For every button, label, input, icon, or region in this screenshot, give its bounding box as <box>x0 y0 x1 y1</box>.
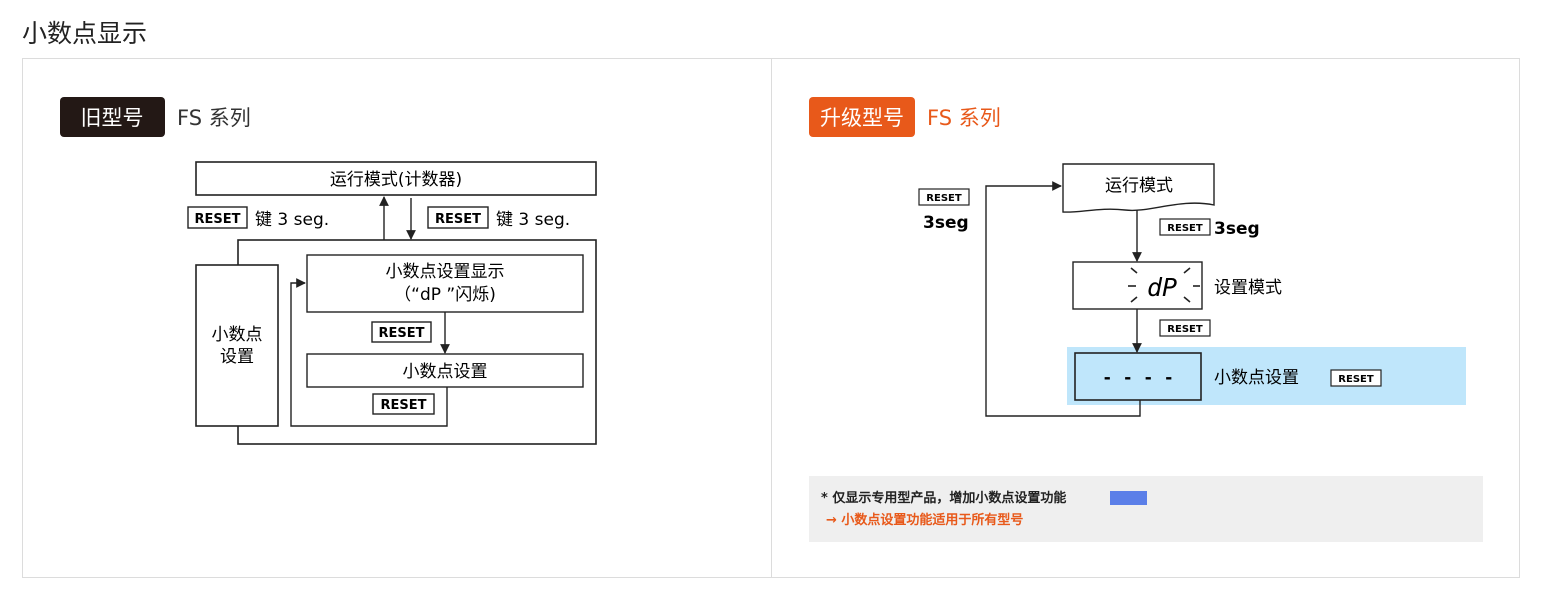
new-dp-setting-box <box>1074 352 1202 401</box>
new-model-diagram: 升级型号 FS 系列 运行模式 RESET 3seg RESET 3seg dP… <box>809 97 1483 542</box>
new-reset-key-lower <box>1159 319 1211 337</box>
old-reset-key-right-label: RESET <box>435 212 481 227</box>
old-side-box <box>195 264 279 427</box>
new-dp-setting-label: 小数点设置 <box>1214 368 1299 388</box>
new-setting-mode-label: 设置模式 <box>1214 278 1282 298</box>
new-3seg-mid: 3seg <box>1214 219 1260 239</box>
old-series-label: FS 系列 <box>177 106 251 130</box>
old-dp-display-box <box>306 254 584 313</box>
old-reset-key-bottom-label: RESET <box>380 398 426 413</box>
old-reset-key-bottom <box>372 393 435 415</box>
new-note-box <box>809 476 1483 542</box>
old-key-3seg-right: 键 3 seg. <box>496 210 570 230</box>
new-reset-key-lower-label: RESET <box>1167 324 1203 335</box>
old-reset-key-left <box>187 206 248 229</box>
old-reset-key-mid-label: RESET <box>378 326 424 341</box>
new-reset-key-right-label: RESET <box>1338 374 1374 385</box>
old-side-label-line2: 设置 <box>220 347 254 367</box>
old-run-mode-label: 运行模式(计数器) <box>330 170 462 190</box>
new-note-color-chip <box>1110 491 1147 505</box>
new-badge <box>809 97 915 137</box>
new-display-dp: dP <box>1147 273 1177 302</box>
new-note-line1: * 仅显示专用型产品，增加小数点设置功能 <box>821 490 1066 506</box>
new-badge-label: 升级型号 <box>820 106 904 130</box>
old-reset-key-right <box>427 206 489 229</box>
old-reset-key-left-label: RESET <box>194 212 240 227</box>
old-badge <box>60 97 165 137</box>
old-dp-setting-label: 小数点设置 <box>403 362 488 382</box>
new-reset-key-mid <box>1159 218 1211 236</box>
new-reset-key-left-label: RESET <box>926 193 962 204</box>
old-side-label-line1: 小数点 <box>212 325 263 345</box>
old-model-diagram: 旧型号 FS 系列 运行模式(计数器) RESET 键 3 seg. RESET… <box>60 97 597 445</box>
new-note-line2: → 小数点设置功能适用于所有型号 <box>826 512 1023 528</box>
new-reset-key-right <box>1330 369 1382 387</box>
old-run-mode-box <box>195 161 597 196</box>
new-reset-key-left <box>918 188 970 206</box>
old-key-3seg-left: 键 3 seg. <box>255 210 329 230</box>
new-dp-setting-dashes: - - - - <box>1102 368 1174 388</box>
old-dp-setting-box <box>306 353 584 388</box>
new-run-mode-box <box>1062 163 1215 213</box>
old-badge-label: 旧型号 <box>81 106 144 130</box>
old-dp-display-line2: （“dP ”闪烁) <box>394 285 496 305</box>
page-title: 小数点显示 <box>22 19 148 48</box>
old-dp-display-line1: 小数点设置显示 <box>386 262 505 282</box>
old-loop-back-arrow <box>290 278 448 427</box>
new-loop-back-arrow <box>985 181 1141 417</box>
new-display-box <box>1072 261 1203 310</box>
new-3seg-left: 3seg <box>923 213 969 233</box>
old-reset-key-mid <box>371 321 432 343</box>
panel-divider <box>771 58 772 578</box>
new-run-mode-label: 运行模式 <box>1105 176 1173 196</box>
new-reset-key-mid-label: RESET <box>1167 223 1203 234</box>
new-series-label: FS 系列 <box>927 106 1001 130</box>
new-display-blink-marks <box>1128 267 1200 303</box>
